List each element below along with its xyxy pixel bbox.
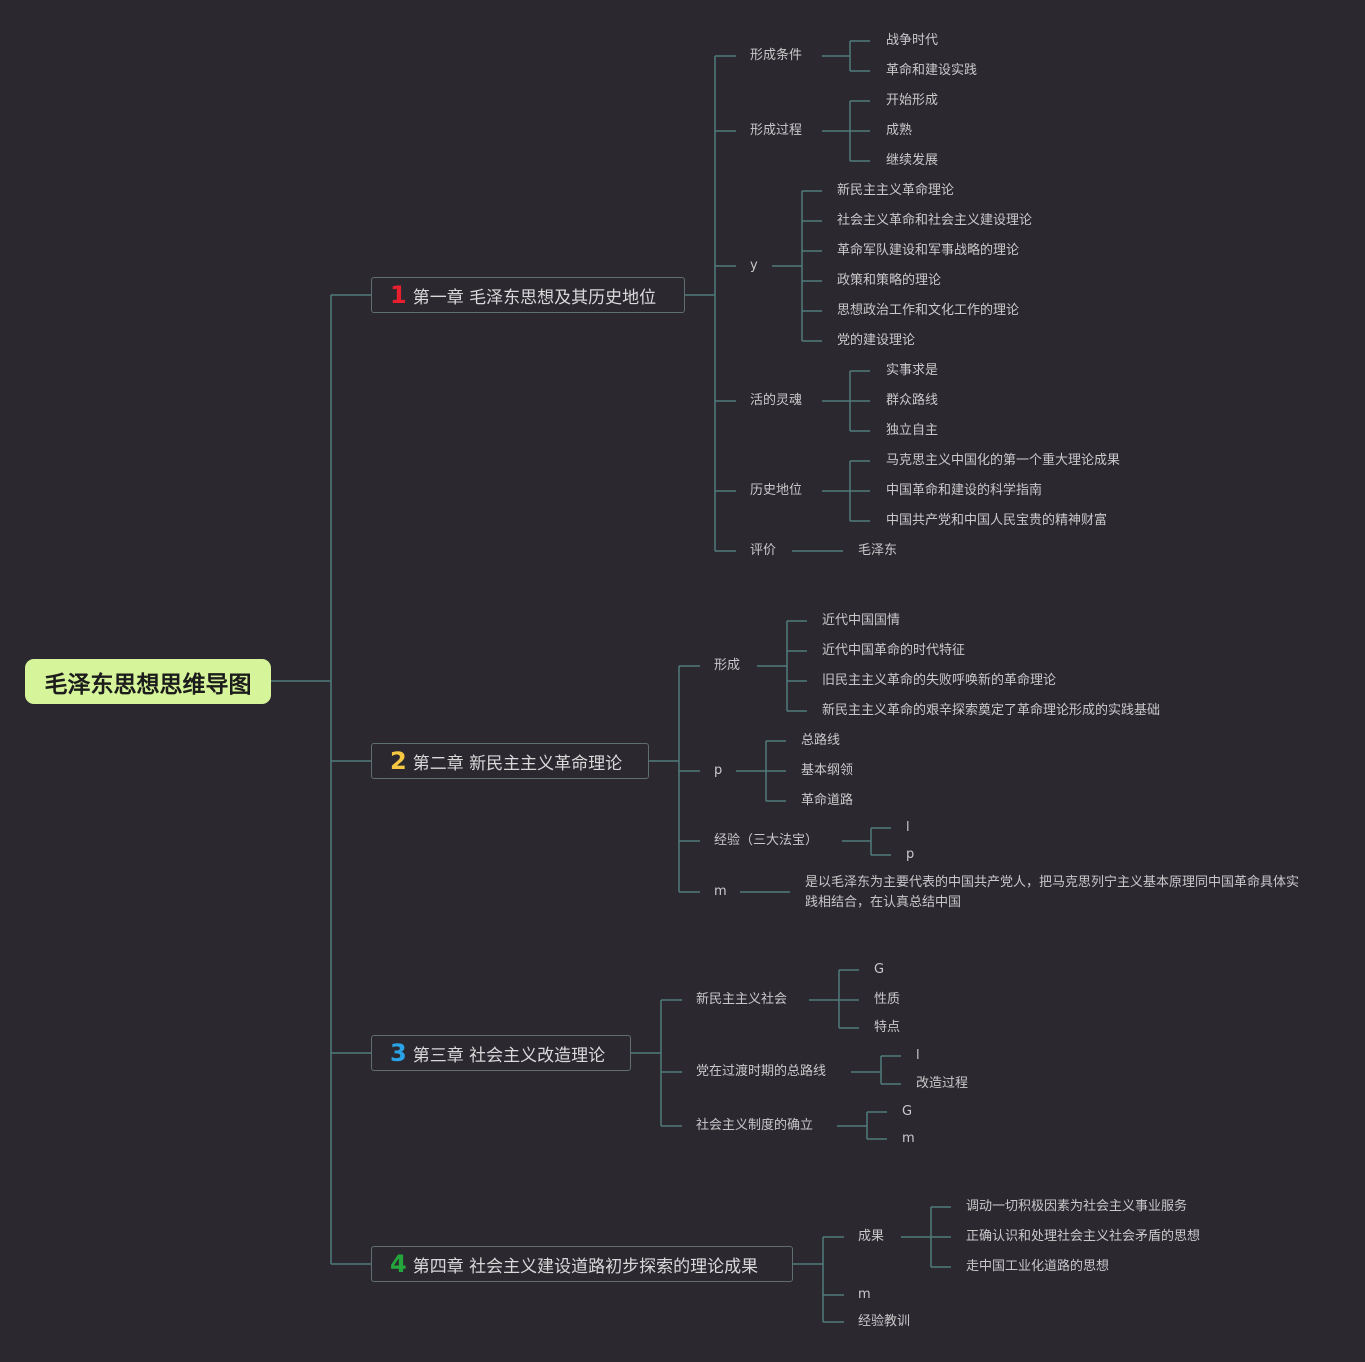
ch1-eval-node[interactable]: 评价: [750, 543, 777, 558]
ch2-experience-item[interactable]: p: [906, 847, 915, 862]
ch1-content-node[interactable]: y: [750, 258, 758, 273]
ch2-formation-node[interactable]: 形成: [714, 658, 741, 673]
ch2-experience-node[interactable]: 经验（三大法宝）: [714, 833, 819, 848]
ch2-p-item[interactable]: 总路线: [801, 733, 841, 748]
ch3-society-item[interactable]: 性质: [874, 992, 901, 1007]
ch2-formation-item[interactable]: 近代中国国情: [822, 613, 901, 628]
ch4-results-node[interactable]: 成果: [858, 1229, 885, 1244]
ch1-eval-item[interactable]: 毛泽东: [858, 543, 898, 558]
chapter-4-number: 4: [390, 1250, 407, 1278]
ch4-m-node[interactable]: m: [858, 1287, 871, 1302]
ch1-process-item[interactable]: 开始形成: [886, 93, 939, 108]
ch1-soul-item[interactable]: 独立自主: [886, 423, 939, 438]
ch1-process-node[interactable]: 形成过程: [750, 123, 803, 138]
ch1-status-item[interactable]: 马克思主义中国化的第一个重大理论成果: [886, 453, 1121, 468]
chapter-1-node[interactable]: 1 第一章 毛泽东思想及其历史地位: [371, 277, 685, 313]
chapter-2-node[interactable]: 2 第二章 新民主主义革命理论: [371, 743, 649, 779]
root-node[interactable]: 毛泽东思想思维导图: [25, 659, 271, 704]
ch1-content-item[interactable]: 社会主义革命和社会主义建设理论: [837, 213, 1033, 228]
ch3-system-item[interactable]: G: [902, 1104, 913, 1119]
ch2-m-description[interactable]: 是以毛泽东为主要代表的中国共产党人，把马克思列宁主义基本原理同中国革命具体实践相…: [805, 875, 1300, 910]
ch2-p-item[interactable]: 基本纲领: [801, 763, 854, 778]
chapter-3-title: 第三章 社会主义改造理论: [412, 1045, 606, 1066]
ch1-content-item[interactable]: 政策和策略的理论: [837, 273, 942, 288]
ch1-content-item[interactable]: 思想政治工作和文化工作的理论: [837, 303, 1020, 318]
ch3-line-item[interactable]: l: [916, 1048, 920, 1063]
ch1-conditions-item[interactable]: 战争时代: [886, 33, 939, 48]
ch2-formation-item[interactable]: 新民主主义革命的艰辛探索奠定了革命理论形成的实践基础: [822, 703, 1161, 718]
ch4-results-item[interactable]: 调动一切积极因素为社会主义事业服务: [966, 1199, 1188, 1214]
ch1-status-item[interactable]: 中国共产党和中国人民宝贵的精神财富: [886, 513, 1108, 528]
ch2-experience-item[interactable]: l: [906, 820, 910, 835]
ch4-results-item[interactable]: 走中国工业化道路的思想: [966, 1259, 1110, 1274]
ch3-society-node[interactable]: 新民主主义社会: [696, 992, 788, 1007]
ch1-content-item[interactable]: 新民主主义革命理论: [837, 183, 955, 198]
ch1-status-item[interactable]: 中国革命和建设的科学指南: [886, 483, 1043, 498]
ch2-formation-item[interactable]: 旧民主主义革命的失败呼唤新的革命理论: [822, 673, 1057, 688]
chapter-4-node[interactable]: 4 第四章 社会主义建设道路初步探索的理论成果: [371, 1246, 793, 1282]
ch2-p-node[interactable]: p: [714, 763, 723, 778]
chapter-1-number: 1: [390, 281, 407, 309]
ch1-soul-node[interactable]: 活的灵魂: [750, 393, 803, 408]
ch1-status-node[interactable]: 历史地位: [750, 483, 803, 498]
ch3-society-item[interactable]: G: [874, 962, 885, 977]
ch2-m-node[interactable]: m: [714, 884, 727, 899]
ch1-content-item[interactable]: 革命军队建设和军事战略的理论: [837, 243, 1020, 258]
ch2-formation-item[interactable]: 近代中国革命的时代特征: [822, 643, 966, 658]
ch1-soul-item[interactable]: 实事求是: [886, 363, 939, 378]
ch3-society-item[interactable]: 特点: [874, 1020, 901, 1035]
ch3-line-node[interactable]: 党在过渡时期的总路线: [696, 1064, 827, 1079]
ch1-process-item[interactable]: 继续发展: [886, 153, 939, 168]
ch1-conditions-node[interactable]: 形成条件: [750, 48, 803, 63]
chapter-4-title: 第四章 社会主义建设道路初步探索的理论成果: [412, 1256, 759, 1277]
ch3-system-node[interactable]: 社会主义制度的确立: [696, 1118, 814, 1133]
ch3-system-item[interactable]: m: [902, 1131, 915, 1146]
ch4-results-item[interactable]: 正确认识和处理社会主义社会矛盾的思想: [966, 1229, 1201, 1244]
chapter-2-number: 2: [390, 747, 407, 775]
ch2-p-item[interactable]: 革命道路: [801, 793, 854, 808]
chapter-1-title: 第一章 毛泽东思想及其历史地位: [412, 287, 657, 308]
ch1-process-item[interactable]: 成熟: [886, 123, 913, 138]
chapter-3-node[interactable]: 3 第三章 社会主义改造理论: [371, 1035, 631, 1071]
ch1-content-item[interactable]: 党的建设理论: [837, 333, 916, 348]
ch1-conditions-item[interactable]: 革命和建设实践: [886, 63, 978, 78]
ch3-line-item[interactable]: 改造过程: [916, 1076, 969, 1091]
chapter-3-number: 3: [390, 1039, 407, 1067]
chapter-2-title: 第二章 新民主主义革命理论: [412, 753, 623, 774]
ch4-lessons-node[interactable]: 经验教训: [858, 1314, 911, 1329]
ch1-soul-item[interactable]: 群众路线: [886, 393, 939, 408]
